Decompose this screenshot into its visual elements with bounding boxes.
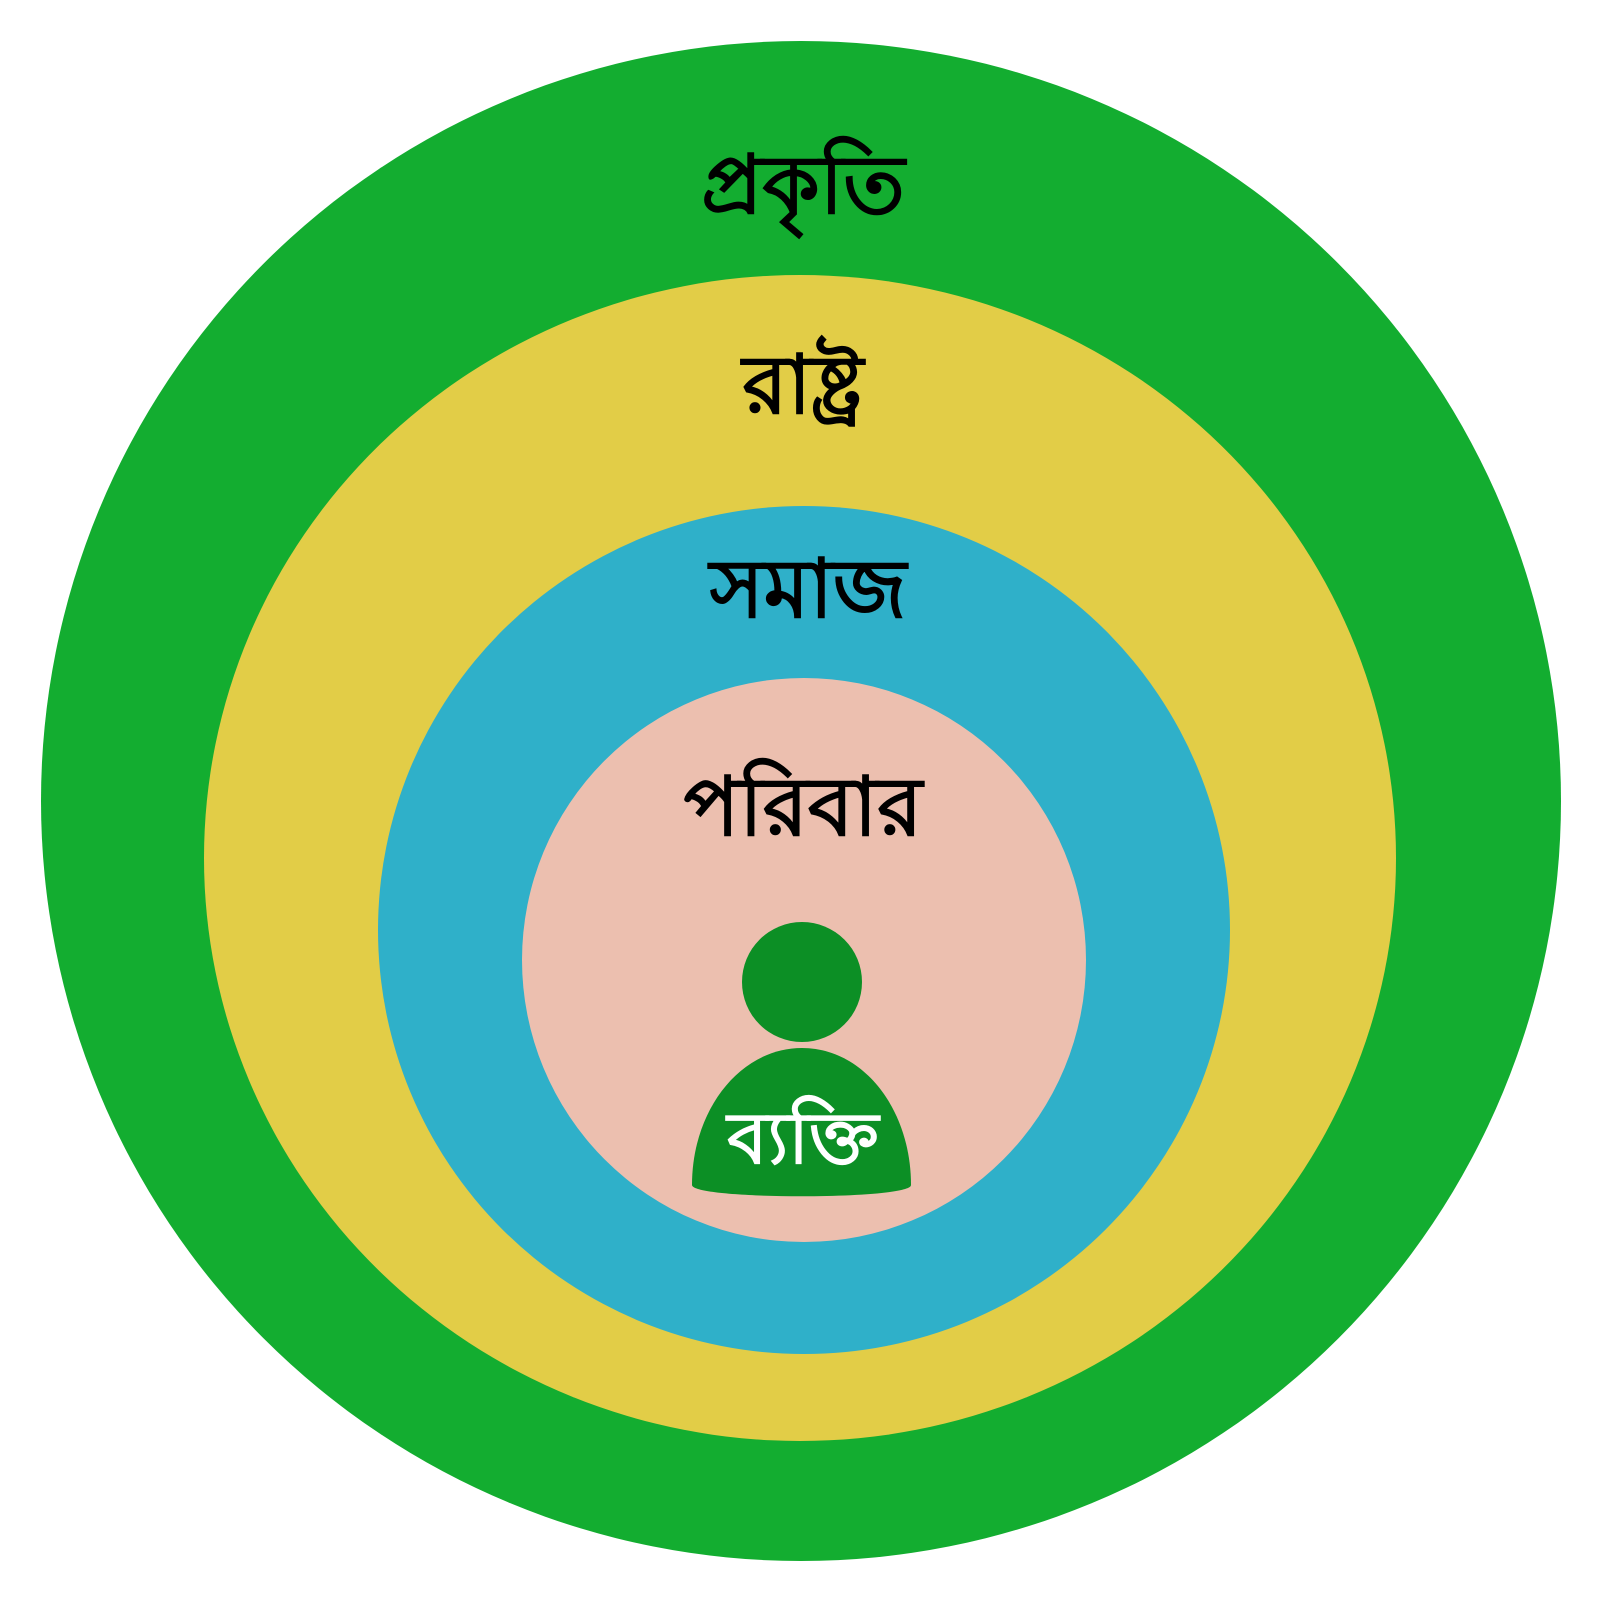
label-nature: প্রকৃতি: [701, 135, 907, 239]
label-state: রাষ্ট্র: [739, 334, 866, 433]
person-head: [742, 922, 862, 1042]
label-family: পরিবার: [684, 757, 926, 855]
person-body: [692, 1048, 911, 1197]
person-icon: [692, 922, 911, 1197]
label-individual: ব্যক্তি: [724, 1094, 881, 1180]
label-society: সমাজ: [707, 542, 909, 637]
